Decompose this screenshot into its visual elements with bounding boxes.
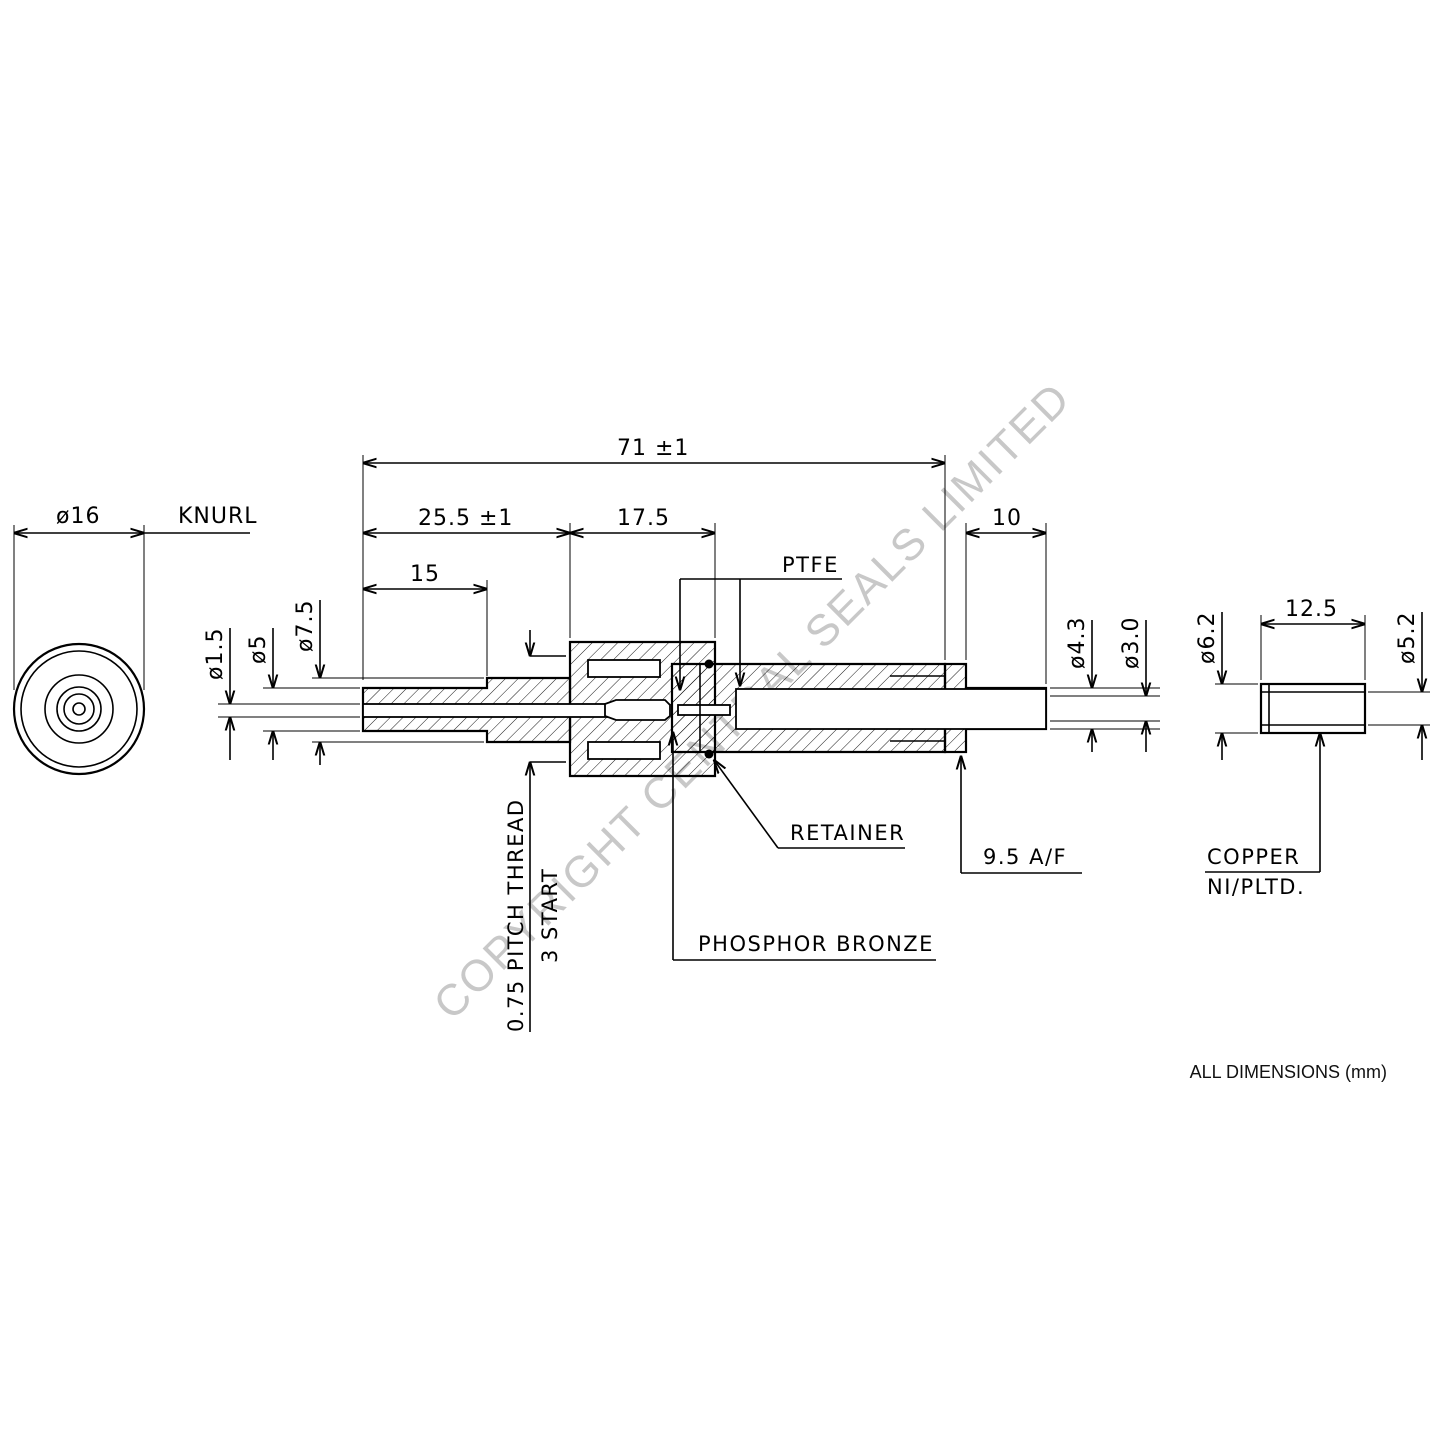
- sleeve-inner-diameter: ø5.2: [1395, 612, 1420, 664]
- dim-shank-length: 15: [410, 562, 440, 587]
- end-view: ø16 KNURL: [12, 504, 258, 776]
- sleeve-outer-diameter: ø6.2: [1195, 612, 1220, 664]
- dim-overall-length: 71 ±1: [617, 436, 689, 461]
- dim-tail-inner-diameter: ø3.0: [1119, 617, 1144, 669]
- section-view: [361, 640, 1048, 778]
- dim-bore-diameter: ø1.5: [203, 628, 228, 680]
- dim-tail-length: 10: [992, 506, 1022, 531]
- dim-shank-diameter: ø5: [246, 635, 271, 664]
- phosphor-bronze-label: PHOSPHOR BRONZE: [698, 932, 934, 956]
- knurl-label: KNURL: [178, 504, 258, 529]
- dim-body-diameter: ø7.5: [293, 600, 318, 652]
- end-view-diameter: ø16: [56, 504, 100, 529]
- sleeve-material-line2: NI/PLTD.: [1207, 875, 1305, 899]
- callouts: PTFE RETAINER 9.5 A/F PHOSPHOR BRONZE 0.…: [504, 553, 1082, 1032]
- dim-nut-length: 17.5: [617, 506, 670, 531]
- dim-body-length: 25.5 ±1: [418, 506, 513, 531]
- af-label: 9.5 A/F: [983, 845, 1067, 869]
- ptfe-label: PTFE: [782, 553, 839, 577]
- dim-tail-outer-diameter: ø4.3: [1065, 617, 1090, 669]
- thread-label-line2: 3 START: [538, 868, 562, 963]
- thread-label-line1: 0.75 PITCH THREAD: [504, 798, 528, 1032]
- main-dimensions: 71 ±1 25.5 ±1 17.5 15 10 ø1.5 ø5 ø7.5 ø4…: [203, 436, 1160, 765]
- retainer-label: RETAINER: [790, 821, 905, 845]
- sleeve-material-line1: COPPER: [1207, 845, 1300, 869]
- units-note: ALL DIMENSIONS (mm): [1189, 1062, 1387, 1082]
- sleeve-length: 12.5: [1285, 597, 1338, 622]
- sleeve-view: 12.5 ø6.2 ø5.2 COPPER NI/PLTD.: [1195, 597, 1430, 899]
